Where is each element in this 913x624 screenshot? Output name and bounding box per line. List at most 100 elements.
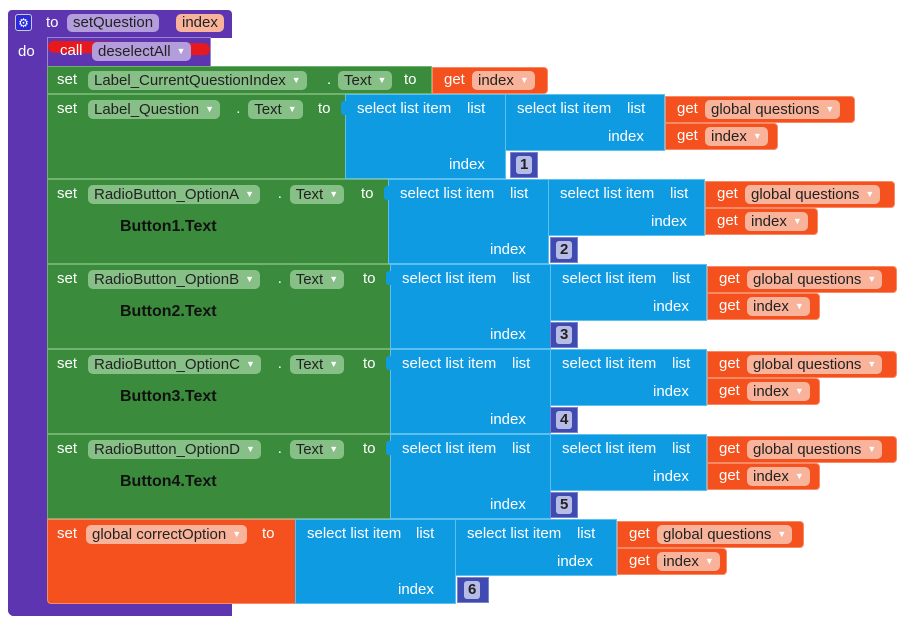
get-index-block-variable[interactable]: index ▼ xyxy=(472,71,535,90)
number-value[interactable]: 3 xyxy=(556,326,573,344)
dropdown-arrow-icon[interactable]: ▼ xyxy=(329,359,339,369)
property-dropdown[interactable]: Text▼ xyxy=(289,270,345,289)
inner-select-list-item-block[interactable] xyxy=(550,349,707,406)
get-index-block-variable[interactable]: index▼ xyxy=(747,297,810,316)
get-index-block-variable-label: index xyxy=(663,553,699,570)
get-keyword: get xyxy=(677,127,698,144)
dropdown-arrow-icon[interactable]: ▼ xyxy=(176,46,186,56)
inner-select-list-item-block[interactable] xyxy=(505,94,665,151)
dropdown-arrow-icon[interactable]: ▼ xyxy=(794,471,804,481)
gear-icon[interactable]: ⚙ xyxy=(15,14,32,31)
index-label: index xyxy=(653,383,689,400)
dropdown-arrow-icon[interactable]: ▼ xyxy=(794,386,804,396)
call-procedure-name[interactable]: deselectAll ▼ xyxy=(92,42,192,61)
get-global-questions-block-variable[interactable]: global questions▼ xyxy=(705,100,841,119)
dropdown-arrow-icon[interactable]: ▼ xyxy=(867,359,877,369)
property-dropdown[interactable]: Text▼ xyxy=(289,185,345,204)
inner-select-list-item-block[interactable] xyxy=(548,179,705,236)
property-dropdown[interactable]: Text▼ xyxy=(289,440,345,459)
procedure-name[interactable]: setQuestion xyxy=(67,14,160,32)
get-index-block-variable[interactable]: index▼ xyxy=(747,382,810,401)
component-dropdown[interactable]: RadioButton_OptionD▼ xyxy=(88,440,261,459)
get-global-questions-block-variable[interactable]: global questions ▼ xyxy=(747,355,883,374)
get-index-block-variable[interactable]: index ▼ xyxy=(705,127,768,146)
get-global-questions-block-variable[interactable]: global questions▼ xyxy=(657,525,793,544)
dropdown-arrow-icon[interactable]: ▼ xyxy=(245,189,255,199)
number-value-label: 6 xyxy=(468,581,477,598)
dot: . xyxy=(327,71,332,88)
component-dropdown[interactable]: Label_Question▼ xyxy=(88,100,221,119)
to-keyword: to xyxy=(262,525,275,542)
component-dropdown[interactable]: RadioButton_OptionB▼ xyxy=(88,270,261,289)
dropdown-arrow-icon[interactable]: ▼ xyxy=(792,216,802,226)
dropdown-arrow-icon[interactable]: ▼ xyxy=(232,529,242,539)
select-list-item-label: select list item xyxy=(357,100,452,117)
get-keyword: get xyxy=(719,382,740,399)
dropdown-arrow-icon[interactable]: ▼ xyxy=(865,189,875,199)
component-dropdown[interactable]: RadioButton_OptionA▼ xyxy=(88,185,261,204)
dropdown-arrow-icon[interactable]: ▼ xyxy=(825,104,835,114)
dropdown-arrow-icon[interactable]: ▼ xyxy=(519,75,529,85)
number-value[interactable]: 4 xyxy=(556,411,573,429)
dropdown-arrow-icon[interactable]: ▼ xyxy=(291,75,301,85)
dropdown-arrow-icon[interactable]: ▼ xyxy=(245,359,255,369)
number-value[interactable]: 2 xyxy=(556,241,573,259)
dropdown-arrow-icon[interactable]: ▼ xyxy=(377,75,387,85)
get-global-questions-block-variable[interactable]: global questions ▼ xyxy=(745,185,881,204)
property-dropdown[interactable]: Text▼ xyxy=(248,100,303,119)
procedure-param[interactable]: index xyxy=(176,14,224,32)
variable-dropdown[interactable]: global correctOption▼ xyxy=(86,525,248,544)
index-label: index xyxy=(490,411,526,428)
list-label: list xyxy=(670,185,689,202)
dropdown-arrow-icon[interactable]: ▼ xyxy=(752,131,762,141)
component-dropdown[interactable]: RadioButton_OptionC▼ xyxy=(88,355,261,374)
get-index-block-variable-label: index xyxy=(478,72,514,89)
get-keyword: get xyxy=(719,270,740,287)
dropdown-arrow-icon[interactable]: ▼ xyxy=(867,274,877,284)
dropdown-arrow-icon[interactable]: ▼ xyxy=(867,444,877,454)
number-value[interactable]: 1 xyxy=(516,156,533,174)
dropdown-arrow-icon[interactable]: ▼ xyxy=(329,274,339,284)
select-list-item-block[interactable] xyxy=(390,349,551,434)
dropdown-arrow-icon[interactable]: ▼ xyxy=(245,274,255,284)
annotation-text: Button4.Text xyxy=(120,473,217,490)
inner-select-list-item-block[interactable] xyxy=(455,519,617,576)
inner-select-list-item-block[interactable] xyxy=(550,434,707,491)
get-index-block-variable[interactable]: index ▼ xyxy=(657,552,720,571)
component-dropdown[interactable]: Label_CurrentQuestionIndex▼ xyxy=(88,71,307,90)
select-list-item-block[interactable] xyxy=(295,519,456,604)
property-dropdown[interactable]: Text▼ xyxy=(289,355,345,374)
dropdown-arrow-icon[interactable]: ▼ xyxy=(794,301,804,311)
select-list-item-block[interactable] xyxy=(390,264,551,349)
get-keyword: get xyxy=(717,185,738,202)
dropdown-arrow-icon[interactable]: ▼ xyxy=(777,529,787,539)
call-procedure-name-label: deselectAll xyxy=(98,43,171,60)
property-dropdown[interactable]: Text ▼ xyxy=(338,71,393,90)
number-value[interactable]: 5 xyxy=(556,496,573,514)
set-keyword: set xyxy=(57,525,78,542)
property-dropdown-label: Text xyxy=(344,72,372,89)
select-list-item-block[interactable] xyxy=(390,434,551,519)
dot: . xyxy=(277,185,282,202)
dropdown-arrow-icon[interactable]: ▼ xyxy=(245,444,255,454)
dropdown-arrow-icon[interactable]: ▼ xyxy=(704,556,714,566)
get-global-questions-block-variable-label: global questions xyxy=(751,186,860,203)
get-index-block-variable[interactable]: index▼ xyxy=(745,212,808,231)
number-value-label: 5 xyxy=(560,496,569,513)
get-global-questions-block-variable[interactable]: global questions▼ xyxy=(747,440,883,459)
number-value[interactable]: 6 xyxy=(464,581,481,599)
input-socket xyxy=(386,356,392,370)
get-global-questions-block-variable[interactable]: global questions▼ xyxy=(747,270,883,289)
dropdown-arrow-icon[interactable]: ▼ xyxy=(329,189,339,199)
list-label: list xyxy=(467,100,486,117)
inner-select-list-item-block[interactable] xyxy=(550,264,707,321)
get-index-block-variable-label: index xyxy=(711,128,747,145)
index-label: index xyxy=(490,326,526,343)
index-label: index xyxy=(653,468,689,485)
select-list-item-block[interactable] xyxy=(388,179,549,264)
dropdown-arrow-icon[interactable]: ▼ xyxy=(205,104,215,114)
dropdown-arrow-icon[interactable]: ▼ xyxy=(329,444,339,454)
get-global-questions-block-variable-label: global questions xyxy=(753,356,862,373)
dropdown-arrow-icon[interactable]: ▼ xyxy=(287,104,297,114)
get-index-block-variable[interactable]: index▼ xyxy=(747,467,810,486)
